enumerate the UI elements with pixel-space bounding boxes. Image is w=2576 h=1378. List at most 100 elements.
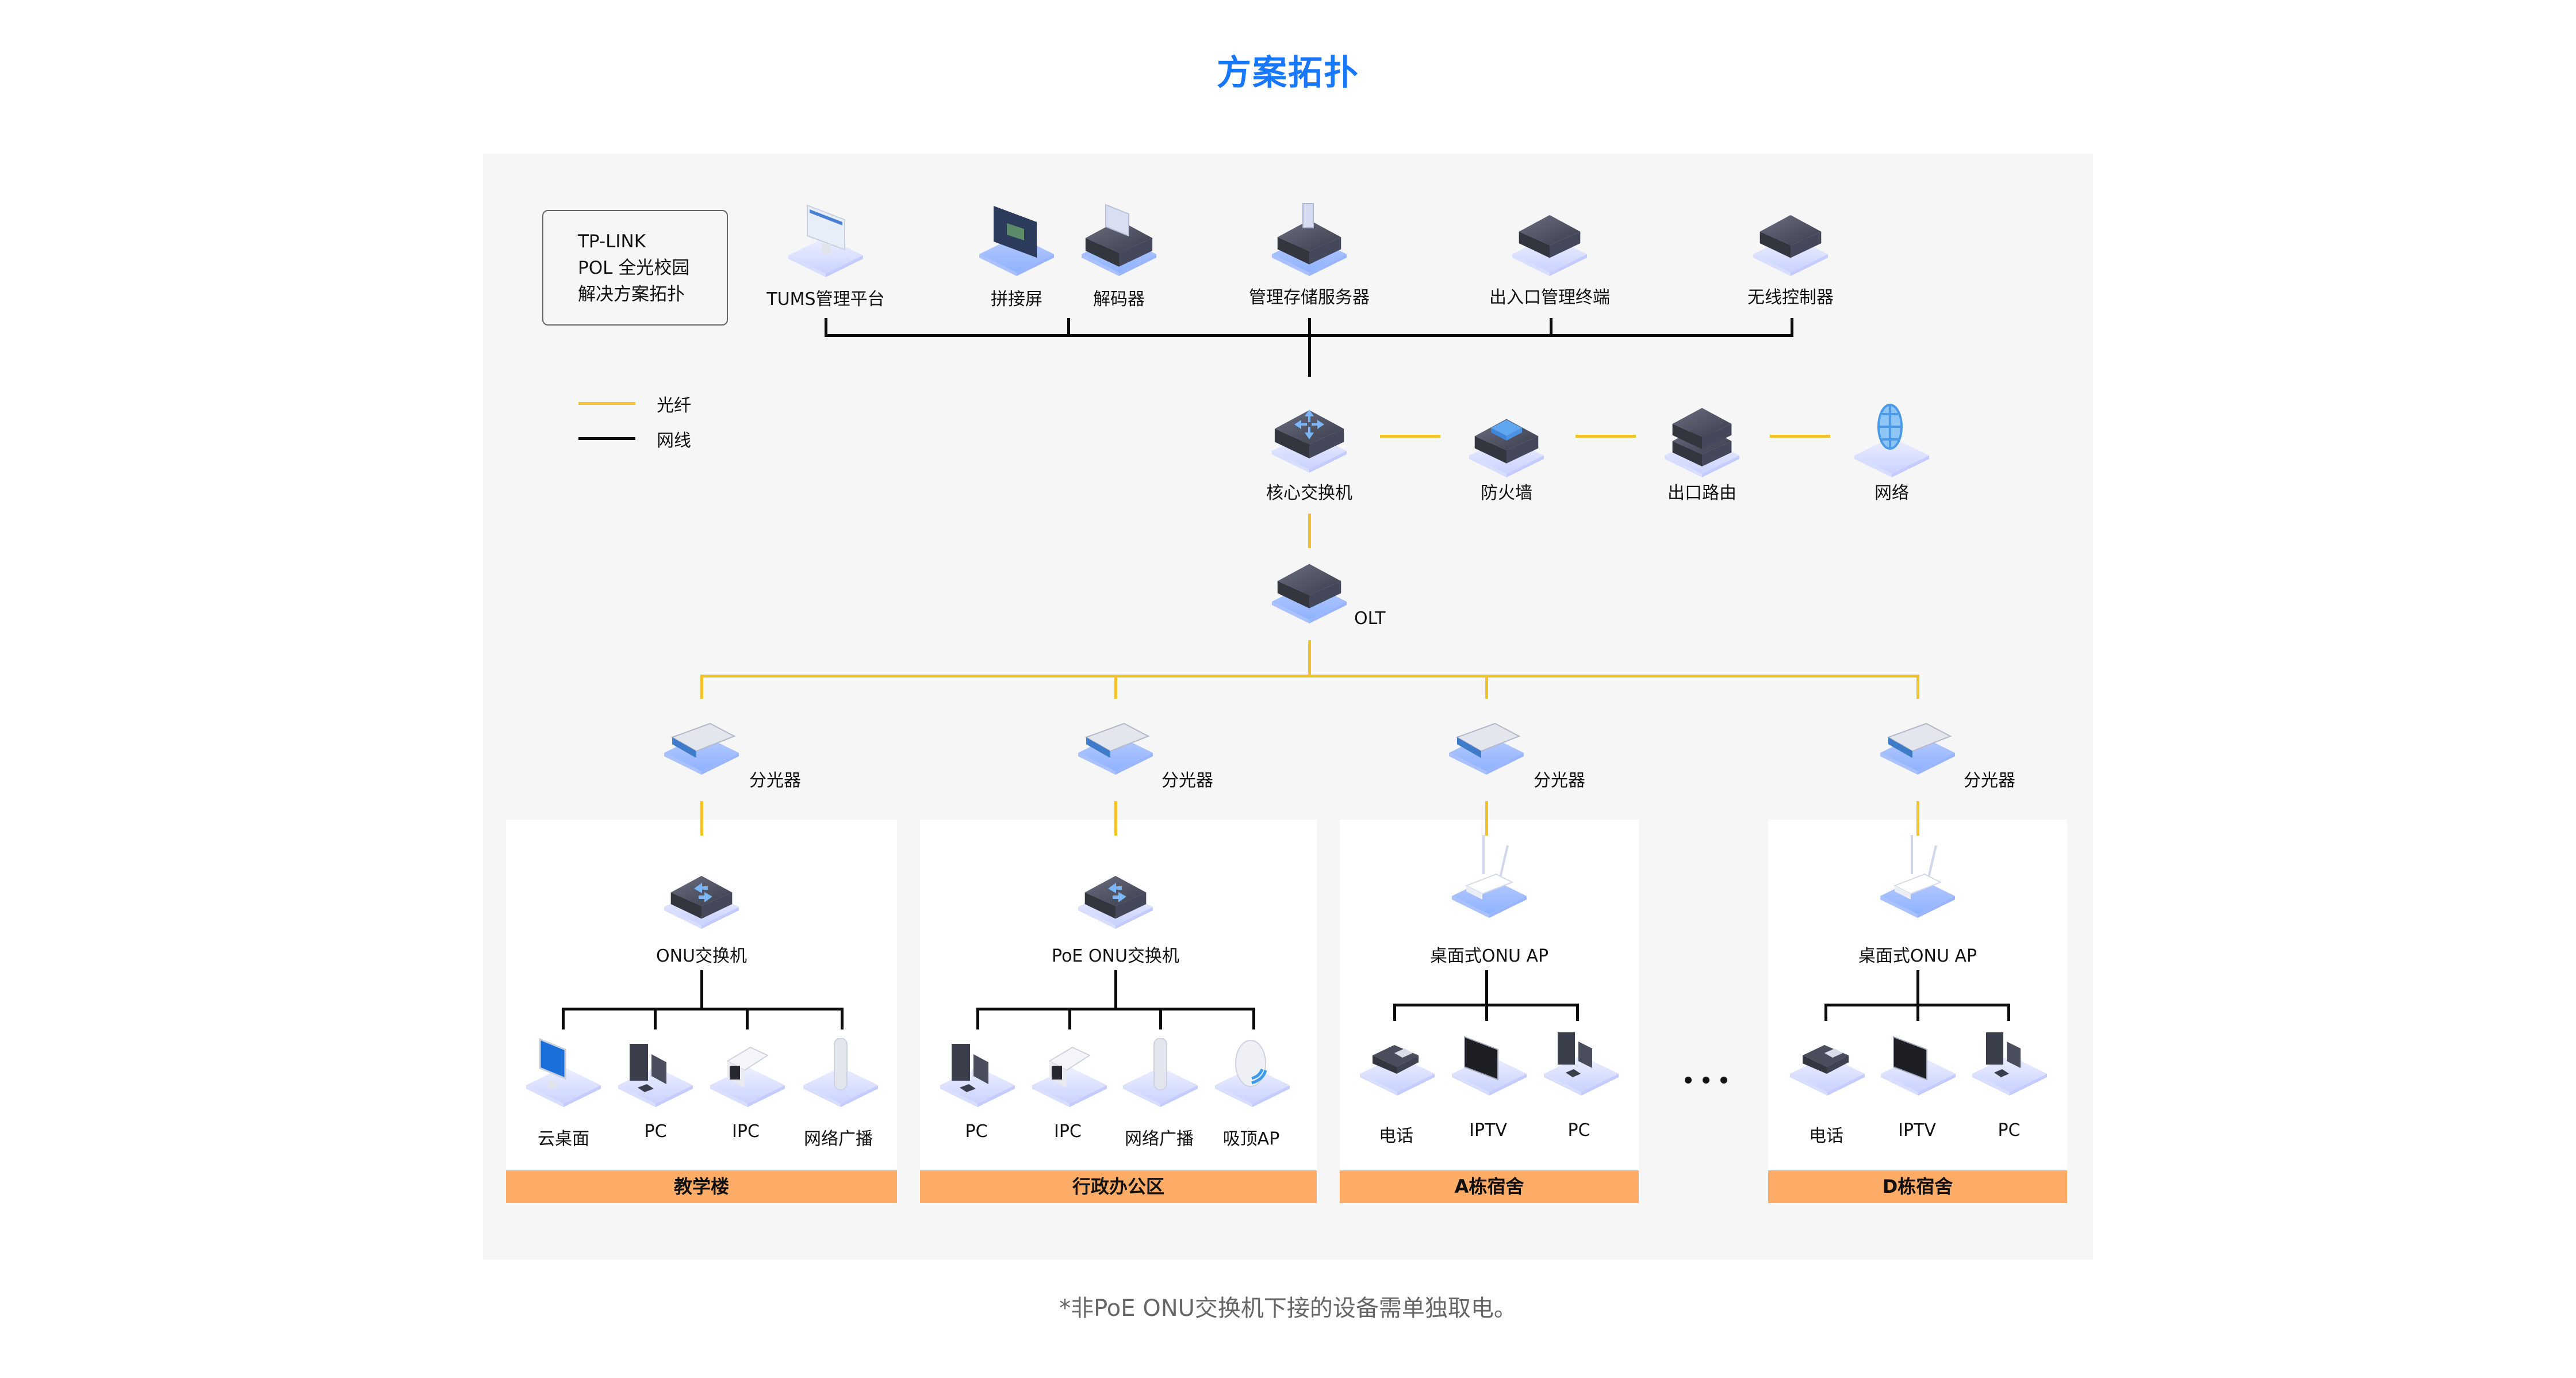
- link-storage-core: [1308, 318, 1311, 377]
- label-tums: TUMS管理平台: [766, 289, 885, 309]
- device-label: PC: [1567, 1120, 1590, 1140]
- monitor-icon: [788, 202, 863, 277]
- label-splitter-2: 分光器: [1162, 771, 1213, 791]
- label-desktop-onu-ap: 桌面式ONU AP: [1858, 946, 1977, 966]
- eth-zone-3-drop: [1485, 1004, 1488, 1021]
- device-label: 吸顶AP: [1222, 1129, 1280, 1149]
- olt-icon: [1272, 564, 1347, 627]
- eth-zone-2-drop: [1159, 1008, 1162, 1029]
- network-speaker-icon: [1123, 1038, 1198, 1107]
- device-label: PC: [965, 1121, 988, 1142]
- storage-server-icon: [1272, 202, 1347, 277]
- device-label: 电话: [1809, 1126, 1843, 1146]
- eth-zone-1-bus: [562, 1008, 844, 1010]
- label-decoder: 解码器: [1093, 289, 1145, 309]
- page-title: 方案拓扑: [1217, 53, 1359, 93]
- fiber-zone-3-entry: [1485, 820, 1488, 836]
- label-core-switch: 核心交换机: [1266, 483, 1352, 503]
- zone-label-admin-office: 行政办公区: [920, 1170, 1317, 1203]
- label-network: 网络: [1874, 483, 1909, 503]
- ip-camera-icon: [710, 1038, 785, 1107]
- legend-fiber-swatch: [578, 402, 635, 405]
- ip-camera-icon: [1032, 1038, 1107, 1107]
- core-switch-icon: [1269, 397, 1350, 477]
- device-label: IPC: [1054, 1121, 1082, 1142]
- wireless-controller-icon: [1753, 202, 1828, 277]
- ellipsis-dot: [1720, 1077, 1727, 1084]
- pc-icon: [1972, 1032, 2047, 1096]
- fiber-drop-2: [1114, 675, 1117, 699]
- eth-zone-2-drop: [1068, 1008, 1071, 1029]
- eth-zone-2-drop: [976, 1008, 979, 1029]
- phone-icon: [1790, 1032, 1865, 1096]
- firewall-icon: [1469, 403, 1544, 477]
- legend-ethernet-swatch: [578, 437, 635, 440]
- solution-info-box: TP-LINK POL 全光校园 解决方案拓扑: [542, 210, 728, 326]
- internet-globe-icon: [1854, 403, 1929, 477]
- splitter-icon: [1078, 720, 1153, 775]
- desktop-onu-ap-icon: [1877, 834, 1958, 926]
- zone-label-dorm-a: A栋宿舍: [1340, 1170, 1639, 1203]
- eth-zone-2-bus: [976, 1008, 1255, 1010]
- label-poe-onu-switch: PoE ONU交换机: [1052, 946, 1179, 966]
- device-label: IPTV: [1469, 1120, 1507, 1140]
- label-splitter-3: 分光器: [1534, 771, 1585, 791]
- ceiling-ap-icon: [1215, 1038, 1290, 1107]
- tv-icon: [1881, 1032, 1956, 1096]
- device-label: 云桌面: [538, 1129, 589, 1149]
- link-wireless-controller: [1791, 318, 1793, 335]
- desktop-onu-ap-icon: [1449, 834, 1529, 926]
- legend-fiber-label: 光纤: [657, 396, 691, 416]
- splitter-icon: [664, 720, 739, 775]
- fiber-core-firewall: [1380, 435, 1440, 438]
- label-splitter-4: 分光器: [1964, 771, 2015, 791]
- fiber-drop-1: [700, 675, 703, 699]
- ellipsis-dot: [1685, 1077, 1692, 1084]
- info-line-brand: TP-LINK: [578, 231, 646, 252]
- decoder-icon: [1082, 202, 1156, 277]
- fiber-zone-2-entry: [1114, 820, 1117, 836]
- ellipsis-dot: [1703, 1077, 1709, 1084]
- device-label: PC: [644, 1121, 667, 1142]
- fiber-firewall-router: [1575, 435, 1636, 438]
- eth-zone-3-drop: [1576, 1004, 1579, 1021]
- device-label: IPTV: [1898, 1120, 1936, 1140]
- fiber-splitter-zone-2: [1114, 801, 1117, 836]
- label-firewall: 防火墙: [1481, 483, 1532, 503]
- eth-zone-1-drop: [654, 1008, 657, 1029]
- footnote: *非PoE ONU交换机下接的设备需单独取电。: [1059, 1295, 1517, 1322]
- eth-onu-4-down: [1916, 970, 1919, 1010]
- fiber-drop-4: [1916, 675, 1919, 699]
- device-label: IPC: [732, 1121, 760, 1142]
- fiber-router-network: [1770, 435, 1830, 438]
- fiber-zone-4-entry: [1916, 820, 1919, 836]
- fiber-splitter-zone-1: [700, 801, 703, 836]
- video-wall-icon: [979, 202, 1054, 277]
- splitter-icon: [1449, 720, 1524, 775]
- gateway-terminal-icon: [1512, 202, 1587, 277]
- pc-icon: [618, 1038, 693, 1107]
- eth-zone-4-drop: [1916, 1004, 1919, 1021]
- eth-onu-2-down: [1114, 970, 1117, 1010]
- eth-zone-1-drop: [562, 1008, 565, 1029]
- device-label: PC: [1998, 1120, 2021, 1140]
- info-line-product: POL 全光校园: [578, 258, 690, 278]
- eth-onu-1-down: [700, 970, 703, 1010]
- device-label: 网络广播: [804, 1129, 873, 1149]
- splitter-icon: [1880, 720, 1955, 775]
- label-video-wall: 拼接屏: [991, 289, 1042, 309]
- fiber-olt-down: [1308, 640, 1311, 677]
- link-gateway-terminal: [1550, 318, 1552, 335]
- label-desktop-onu-ap: 桌面式ONU AP: [1429, 946, 1549, 966]
- pc-icon: [1544, 1032, 1619, 1096]
- label-splitter-1: 分光器: [749, 771, 801, 791]
- fiber-splitter-zone-3: [1485, 801, 1488, 836]
- eth-zone-2-drop: [1252, 1008, 1255, 1029]
- eth-zone-1-drop: [746, 1008, 749, 1029]
- label-gateway-terminal: 出入口管理终端: [1489, 288, 1610, 308]
- fiber-distribution-bus: [700, 675, 1919, 677]
- eth-onu-3-down: [1485, 970, 1488, 1010]
- zone-label-teaching-building: 教学楼: [506, 1170, 897, 1203]
- eth-zone-4-drop: [2007, 1004, 2010, 1021]
- zone-label-dorm-d: D栋宿舍: [1768, 1170, 2067, 1203]
